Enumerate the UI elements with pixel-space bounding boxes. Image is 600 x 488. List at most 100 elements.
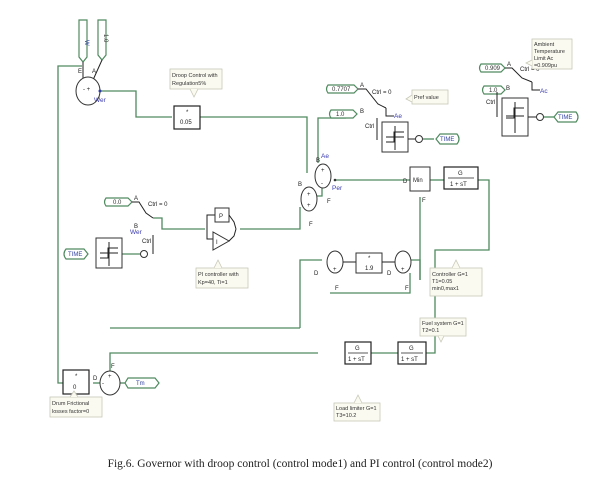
amb-port-a: A [507, 62, 511, 68]
amb-switch-arm [505, 67, 533, 83]
loop1-sign: + [333, 267, 337, 273]
min-port-d: D [403, 179, 408, 185]
loop2-port-f: F [405, 286, 409, 292]
input-one-tag[interactable]: 1.0 [97, 19, 108, 61]
fuel-tf-num: G [409, 346, 414, 352]
pref-port-a: A [360, 83, 364, 89]
droop-gain-block[interactable]: * 0.05 [173, 105, 201, 130]
pref-sum-port-f: F [327, 199, 331, 205]
tm-output-tag[interactable]: Tm [124, 377, 160, 389]
torque-summer [99, 370, 121, 396]
const-10-right-tag[interactable]: 1.0 [481, 85, 506, 95]
time-tag-left[interactable]: TIME [63, 248, 89, 260]
pi-step-block[interactable] [95, 237, 123, 269]
const-10-right-label: 1.0 [489, 88, 498, 94]
wire-one-summer [92, 59, 103, 81]
fuel-note: Fuel system G=1 T2=0.1 [419, 317, 467, 343]
droop-gain-value: 0.05 [180, 120, 192, 126]
amb-note-4: =0.909pu [534, 63, 557, 69]
amb-out-label: Ac [540, 88, 548, 95]
w-tag-label: W [83, 40, 89, 46]
friction-note: Drum Frictional losses factor=0 [49, 390, 103, 418]
fuel-note-2: T2=0.1 [422, 328, 439, 334]
time-mid-label: TIME [440, 137, 454, 143]
loop1-port-d: D [314, 271, 319, 277]
input-w-tag[interactable]: W [78, 19, 89, 63]
droop-gain-op: * [186, 110, 189, 116]
pref-switch-out [385, 108, 394, 117]
wire-loop-left [299, 259, 322, 328]
const-0909-tag[interactable]: 0.909 [478, 63, 506, 73]
const-0909-label: 0.909 [485, 66, 501, 72]
load-tf-num: G [355, 346, 360, 352]
amb-note-2: Temperature [534, 49, 565, 55]
summer-sign: - + [83, 87, 91, 93]
pref-summer [314, 163, 332, 189]
time-tag-right[interactable]: TIME [553, 111, 579, 123]
ctrl-note-1: Controller G=1 [432, 272, 468, 278]
mult-19-block[interactable]: * 1.9 [355, 252, 383, 274]
main-summer-sign2: + [307, 203, 311, 209]
per-node [333, 178, 337, 182]
tm-sum-port-f: F [111, 364, 115, 370]
ambient-step-block[interactable] [501, 97, 529, 137]
wires [57, 65, 490, 384]
const-00-tag[interactable]: 0.0 [103, 197, 133, 207]
pi-i-label: I [216, 240, 218, 246]
pi-controller-block[interactable]: P I [206, 207, 237, 251]
amb-time-node [536, 113, 544, 121]
time-right-label: TIME [558, 115, 572, 121]
load-note-2: T3=10.2 [336, 413, 356, 419]
friction-note-1: Drum Frictional [52, 401, 89, 407]
pref-step-block[interactable] [381, 121, 409, 153]
friction-gain-block[interactable]: * 0 [62, 369, 90, 395]
const-10-mid-tag[interactable]: 1.0 [328, 109, 358, 119]
amb-ctrl-label: Ctrl [486, 100, 495, 106]
pi-note-2: Kp=40, Ti=1 [198, 280, 228, 286]
node-dot [98, 89, 102, 93]
tm-sum-port-d: D [93, 376, 98, 382]
time-left-label: TIME [68, 252, 82, 258]
controller-tf-block[interactable]: G 1 + sT [443, 166, 479, 190]
main-sum-port-b: B [298, 182, 302, 188]
pref-note: Pref value [405, 89, 449, 105]
friction-value: 0 [73, 385, 77, 391]
figure-caption: Fig.6. Governor with droop control (cont… [107, 458, 493, 470]
pi-switch-condition: Ctrl = 0 [148, 202, 168, 208]
min-label: Min [413, 178, 423, 184]
friction-note-2: losses factor=0 [52, 409, 89, 415]
fuel-tf-den: 1 + sT [401, 357, 418, 363]
min-port-f: F [422, 198, 426, 204]
load-tf-den: 1 + sT [348, 357, 365, 363]
wire-load-out [109, 352, 318, 371]
fuel-tf-block[interactable]: G 1 + sT [397, 341, 427, 365]
pref-sum-in-label: Ae [321, 153, 329, 160]
wire-pi-sum [240, 207, 301, 230]
pi-switch-arm [132, 201, 154, 219]
amb-note-3: Limit Ac [534, 56, 554, 62]
ctrl-note-3: min0,max1 [432, 286, 459, 292]
ctrl-note-2: T1=0.05 [432, 279, 452, 285]
pi-ctrl-label: Ctrl [142, 239, 151, 245]
const-07707-tag[interactable]: 0.7707 [325, 84, 359, 94]
const-07707-label: 0.7707 [332, 87, 351, 93]
wire-switch-pi [153, 217, 205, 230]
time-tag-mid[interactable]: TIME [435, 133, 460, 145]
load-tf-block[interactable]: G 1 + sT [344, 341, 372, 365]
per-label: Per [332, 185, 343, 192]
pi-time-node [140, 250, 148, 258]
droop-note: Droop Control with Regulation5% [169, 68, 223, 98]
wer-mid-label: Wer [130, 229, 143, 236]
wire-droop-sum [198, 116, 308, 173]
amb-port-b: B [506, 86, 510, 92]
torque-sign1: + [108, 374, 112, 380]
pref-out-label: Ae [394, 113, 402, 120]
droop-note-line1: Droop Control with [172, 73, 218, 79]
main-summer-sign1: + [307, 192, 311, 198]
tm-label: Tm [136, 381, 145, 387]
loop1-port-f: F [335, 286, 339, 292]
torque-sign2: - [102, 381, 104, 387]
main-summer [300, 186, 318, 212]
min-block[interactable]: Min [409, 166, 431, 192]
